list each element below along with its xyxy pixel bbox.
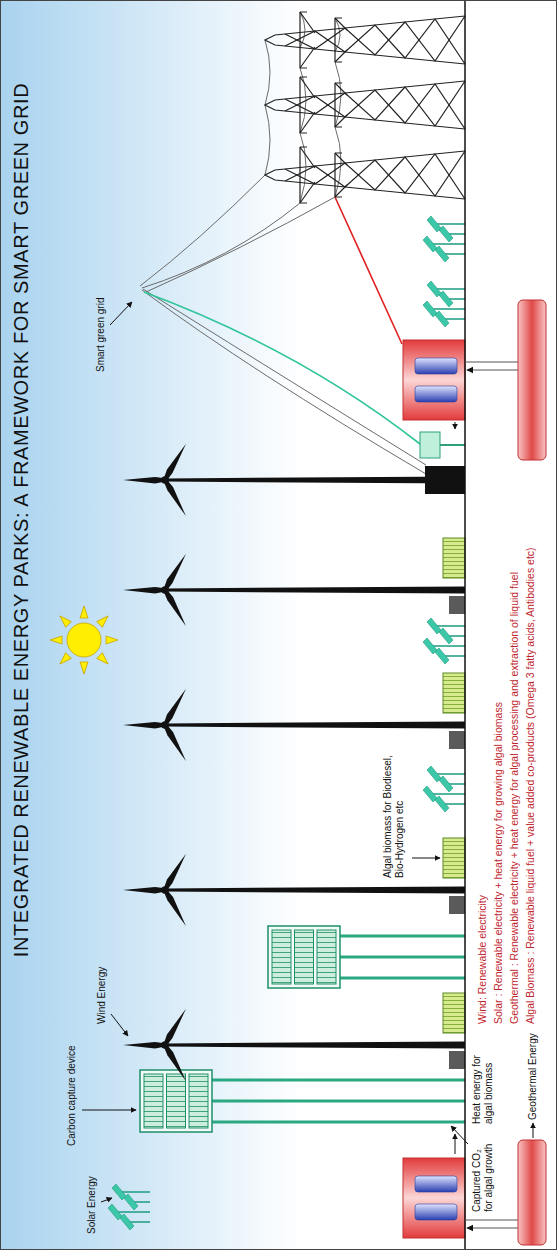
label: Heat energy for algal biomass bbox=[471, 1032, 495, 1124]
geothermal-plant bbox=[403, 1158, 465, 1238]
label: Geothermal Energy bbox=[527, 1033, 539, 1120]
turbine-base bbox=[425, 466, 465, 494]
label: Captured CO₂ for algal growth bbox=[471, 1138, 495, 1212]
wind-turbine bbox=[123, 1007, 465, 1083]
substation-post bbox=[440, 444, 465, 446]
red-grid-line bbox=[335, 197, 402, 344]
label: Wind Energy bbox=[96, 967, 108, 1024]
pylon bbox=[265, 147, 465, 203]
carbon-capture-device bbox=[140, 1070, 212, 1132]
sky bbox=[0, 0, 465, 1250]
note-text: Algal Biomass : Renewable liquid fuel + … bbox=[522, 547, 538, 1024]
label: Smart green grid bbox=[95, 298, 107, 372]
label: Solar Energy bbox=[86, 1176, 98, 1234]
note-text: Wind: Renewable electricity bbox=[474, 895, 490, 1024]
solar-panels bbox=[108, 1184, 150, 1230]
wind-turbine bbox=[123, 687, 465, 763]
solar-panels bbox=[423, 766, 465, 812]
pylon bbox=[265, 12, 465, 68]
algal-pond bbox=[443, 838, 465, 878]
solar-panels bbox=[423, 216, 465, 262]
grid-wires bbox=[140, 12, 426, 474]
solar-panels bbox=[423, 281, 465, 327]
label: Algal biomass for Biodiesel, Bio-Hydroge… bbox=[382, 738, 406, 878]
wind-turbine bbox=[123, 852, 465, 928]
carbon-capture-device bbox=[268, 926, 340, 988]
geothermal-reservoir bbox=[518, 300, 546, 460]
pylon bbox=[265, 77, 465, 133]
label: Carbon capture device bbox=[66, 1045, 78, 1146]
note-text: Geothermal : Renewable electricity + hea… bbox=[506, 572, 522, 1024]
geothermal-reservoir bbox=[518, 1140, 546, 1245]
note-text: Solar : Renewable electricity + heat ene… bbox=[490, 702, 506, 1024]
algal-pond bbox=[443, 538, 465, 578]
substation bbox=[420, 432, 440, 458]
leader-arrows bbox=[82, 302, 533, 1202]
processing-block bbox=[449, 596, 465, 1069]
algal-pond bbox=[443, 673, 465, 713]
wind-turbine bbox=[123, 552, 465, 628]
algal-pond bbox=[443, 993, 465, 1033]
wind-turbine bbox=[123, 442, 465, 518]
solar-panels bbox=[423, 618, 465, 664]
sun bbox=[50, 606, 118, 674]
geothermal-plant bbox=[403, 340, 465, 420]
ground-line bbox=[464, 0, 466, 1250]
green-grid-line bbox=[144, 292, 420, 444]
title: INTEGRATED RENEWABLE ENERGY PARKS: A FRA… bbox=[10, 83, 33, 957]
